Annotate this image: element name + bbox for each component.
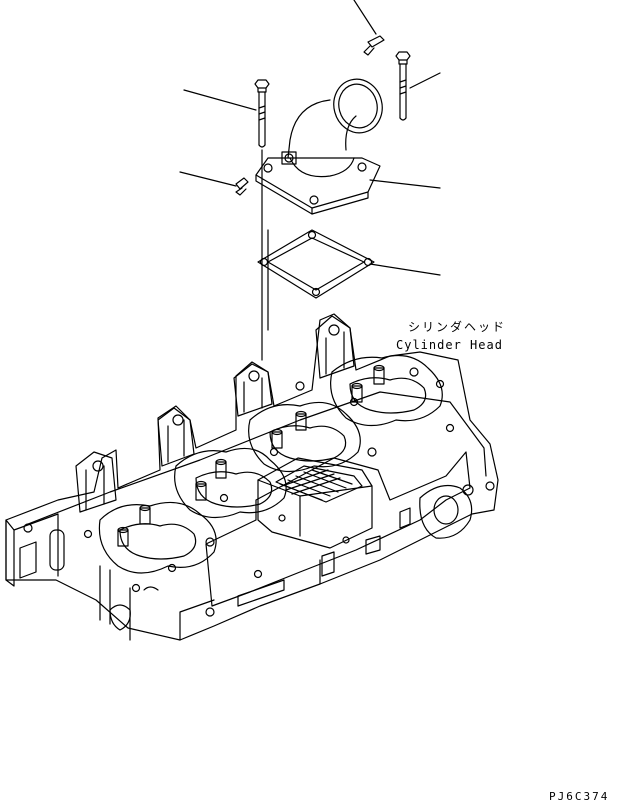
valve-springs	[118, 366, 384, 547]
leader-lines	[180, 0, 440, 275]
deck-bolt-holes	[24, 368, 454, 616]
plug-top-part	[364, 36, 384, 55]
plug-left-part	[236, 178, 248, 195]
assembly-alignment-line	[262, 150, 268, 360]
cylinder-head-label-jp: シリンダヘッド	[408, 320, 507, 334]
bolt-left-part	[255, 80, 269, 147]
cylinder-head-part	[6, 314, 498, 640]
cylinder-head-label-en: Cylinder Head	[396, 338, 503, 352]
bolt-right-part	[396, 52, 410, 120]
gasket-part	[258, 230, 374, 298]
drawing-code: PJ6C374	[549, 790, 610, 803]
intake-elbow-part	[256, 74, 388, 214]
intake-heater-block	[258, 458, 372, 548]
